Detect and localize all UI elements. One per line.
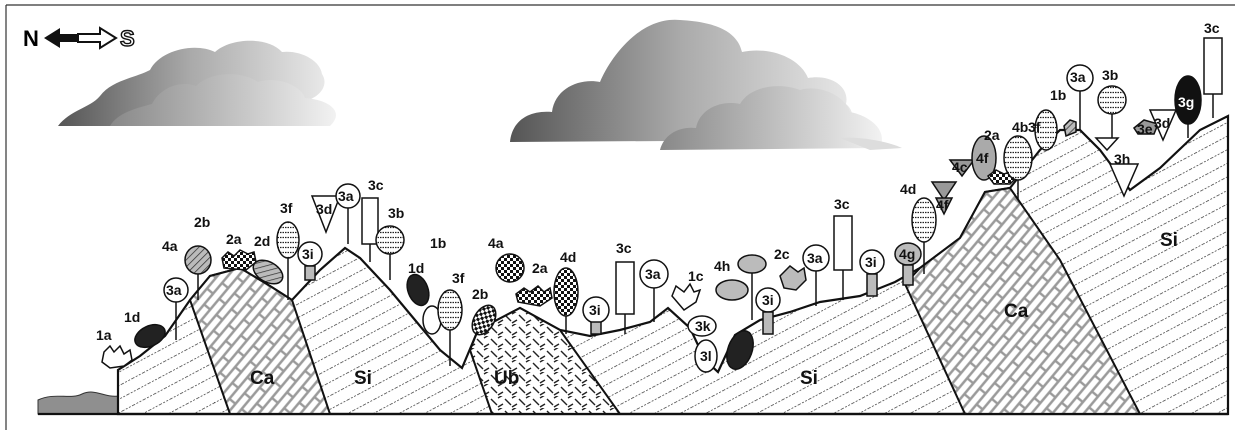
marker-label: 3g [1178,94,1194,110]
marker-label: 1a [96,327,112,343]
tree-icon [1098,86,1126,114]
water-body [38,392,118,414]
marker-label: 1d [408,260,424,276]
column-tree-icon [834,216,852,270]
marker-label: 3f [452,270,465,286]
tree-icon [496,254,524,282]
herb-icon [716,280,748,300]
tree-icon [376,226,404,254]
compass-indicator: N S [23,26,135,51]
marker-label: 3e [1137,121,1153,137]
marker-label: 2a [984,127,1000,143]
marker-label: 3d [1154,115,1170,131]
tree-icon [554,268,578,316]
marker-label: 3b [388,205,404,221]
herb-icon [738,255,766,273]
rock-label: Ca [1004,301,1029,322]
marker-label: 4d [560,249,576,265]
marker-label: 1c [688,268,704,284]
marker-label: 4c [952,159,968,175]
column-tree-icon [1204,38,1222,94]
marker-label: 3c [368,177,384,193]
marker-label: 1b [1050,87,1066,103]
marker-label: 3k [695,318,711,334]
tree-icon [1004,136,1032,180]
marker-label: 4a [162,238,178,254]
marker-label: 3i [589,302,601,318]
rock-label: Si [1160,230,1178,251]
marker-label: 3c [834,196,850,212]
marker-label: 4f [976,150,989,166]
marker-label: 3a [338,188,354,204]
arrow-left-icon [44,28,78,48]
marker-label: 4h [714,258,730,274]
rock-label: Ub [494,368,519,389]
marker-label: 3a [645,266,661,282]
marker-label: 2b [472,286,488,302]
marker-label: 4f [936,197,949,213]
marker-label: 4b [1012,119,1028,135]
cushion-icon [516,286,552,306]
marker-label: 3b [1102,67,1118,83]
fern-icon [672,284,700,310]
marker-label: 4a [488,235,504,251]
compass-north-label: N [23,26,39,51]
column-tree-icon [616,262,634,314]
shrub-icon [185,246,211,274]
rock-label: Ca [250,368,275,389]
arrow-right-icon [78,28,116,48]
fern-icon [780,266,806,290]
marker-label: 3c [616,240,632,256]
marker-label: 3f [1028,119,1041,135]
marker-label: 1d [124,309,140,325]
marker-label: 3f [280,200,293,216]
marker-label: 2a [226,231,242,247]
marker-label: 2b [194,214,210,230]
marker-label: 3c [1204,20,1220,36]
marker-label: 2d [254,233,270,249]
marker-label: 3a [807,250,823,266]
marker-label: 3i [762,292,774,308]
marker-label: 3a [166,282,182,298]
tree-icon [277,222,299,258]
marker-label: 3i [865,254,877,270]
marker-label: 2c [774,246,790,262]
rock-label: Si [354,368,372,389]
tree-icon [912,198,936,242]
marker-label: 3h [1114,151,1130,167]
marker-label: 3d [316,201,332,217]
cloud-left-icon [58,41,336,126]
rock-label: Si [800,368,818,389]
tree-icon [438,290,462,330]
marker-label: 2a [532,260,548,276]
dark-shrub-icon [403,272,433,309]
marker-label: 4d [900,181,916,197]
compass-south-label: S [120,26,135,51]
marker-label: 3a [1070,69,1086,85]
marker-label: 4g [899,246,915,262]
marker-label: 3i [302,246,314,262]
marker-label: 1b [430,235,446,251]
marker-label: 3l [700,348,712,364]
cushion-icon [222,250,256,270]
cloud-right-icon [510,20,902,150]
